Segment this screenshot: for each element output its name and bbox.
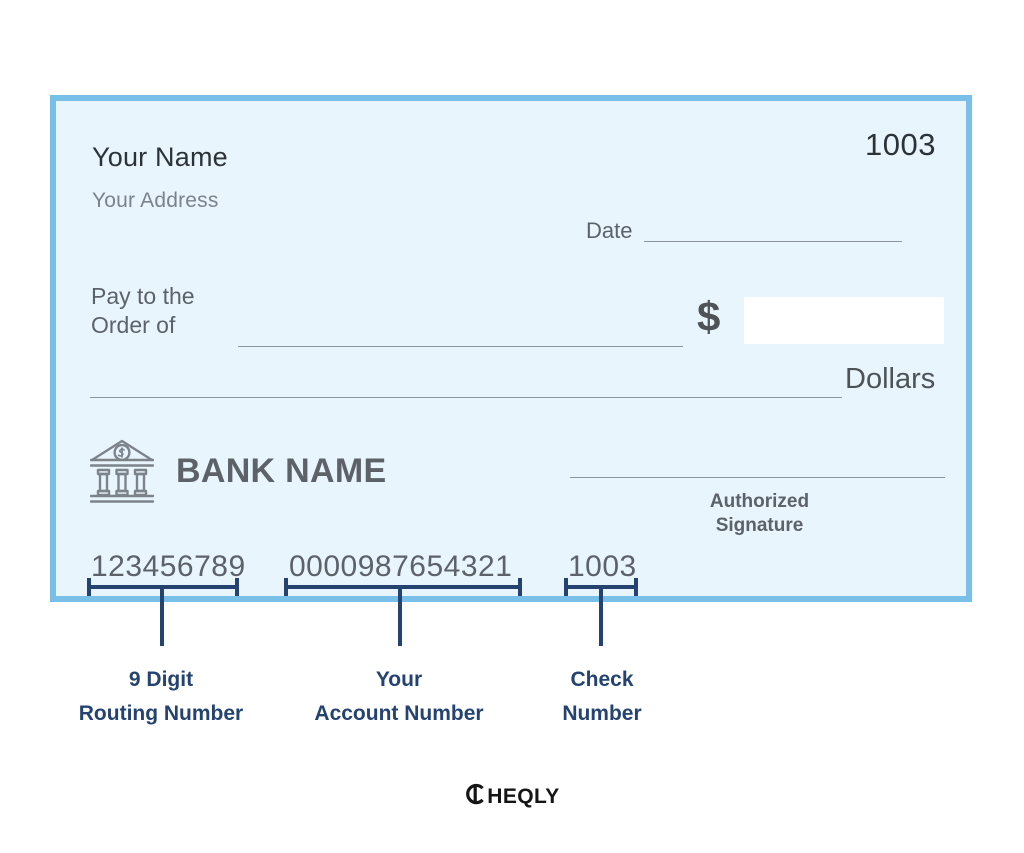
leader-line-check-number	[599, 586, 603, 646]
payer-address: Your Address	[92, 189, 219, 212]
bank-block: BANK NAME	[90, 438, 386, 504]
payer-name: Your Name	[92, 142, 228, 172]
bank-name-label: BANK NAME	[176, 451, 387, 490]
leader-line-routing-number	[160, 586, 164, 646]
date-label: Date	[586, 218, 633, 243]
bracket-cap-right	[634, 578, 638, 596]
bank-building-icon	[90, 438, 154, 504]
callout-label-account-number: Your Account Number	[314, 668, 484, 725]
payee-write-line	[238, 346, 683, 347]
bracket-account-number	[284, 578, 522, 596]
micr-routing-number: 123456789	[91, 550, 246, 583]
brand-wordmark: HEQLY	[487, 784, 560, 808]
check-number-top-right: 1003	[865, 127, 936, 162]
micr-check-number: 1003	[568, 550, 637, 583]
pay-to-the-order-of-label: Pay to the Order of	[91, 283, 195, 338]
dollars-label: Dollars	[845, 363, 936, 395]
micr-account-number: 0000987654321	[289, 550, 513, 583]
date-write-line	[644, 241, 903, 242]
written-amount-write-line	[90, 397, 842, 398]
bracket-bar	[284, 585, 522, 589]
date-field: Date	[586, 218, 903, 246]
callout-label-routing-number: 9 Digit Routing Number	[78, 668, 244, 725]
signature-write-line	[570, 477, 945, 478]
check-illustration: Your Name Your Address 1003 Date Pay to …	[50, 95, 972, 602]
c-circle-logo-icon	[464, 782, 486, 811]
brand-logo: HEQLY	[0, 782, 1024, 811]
amount-numeric-box	[744, 297, 944, 344]
bracket-cap-right	[518, 578, 522, 596]
authorized-signature-label: Authorized Signature	[709, 491, 810, 536]
callout-label-check-number: Check Number	[562, 668, 642, 725]
leader-line-account-number	[398, 586, 402, 646]
dollar-sign-symbol: $	[697, 293, 721, 340]
bracket-cap-right	[235, 578, 239, 596]
